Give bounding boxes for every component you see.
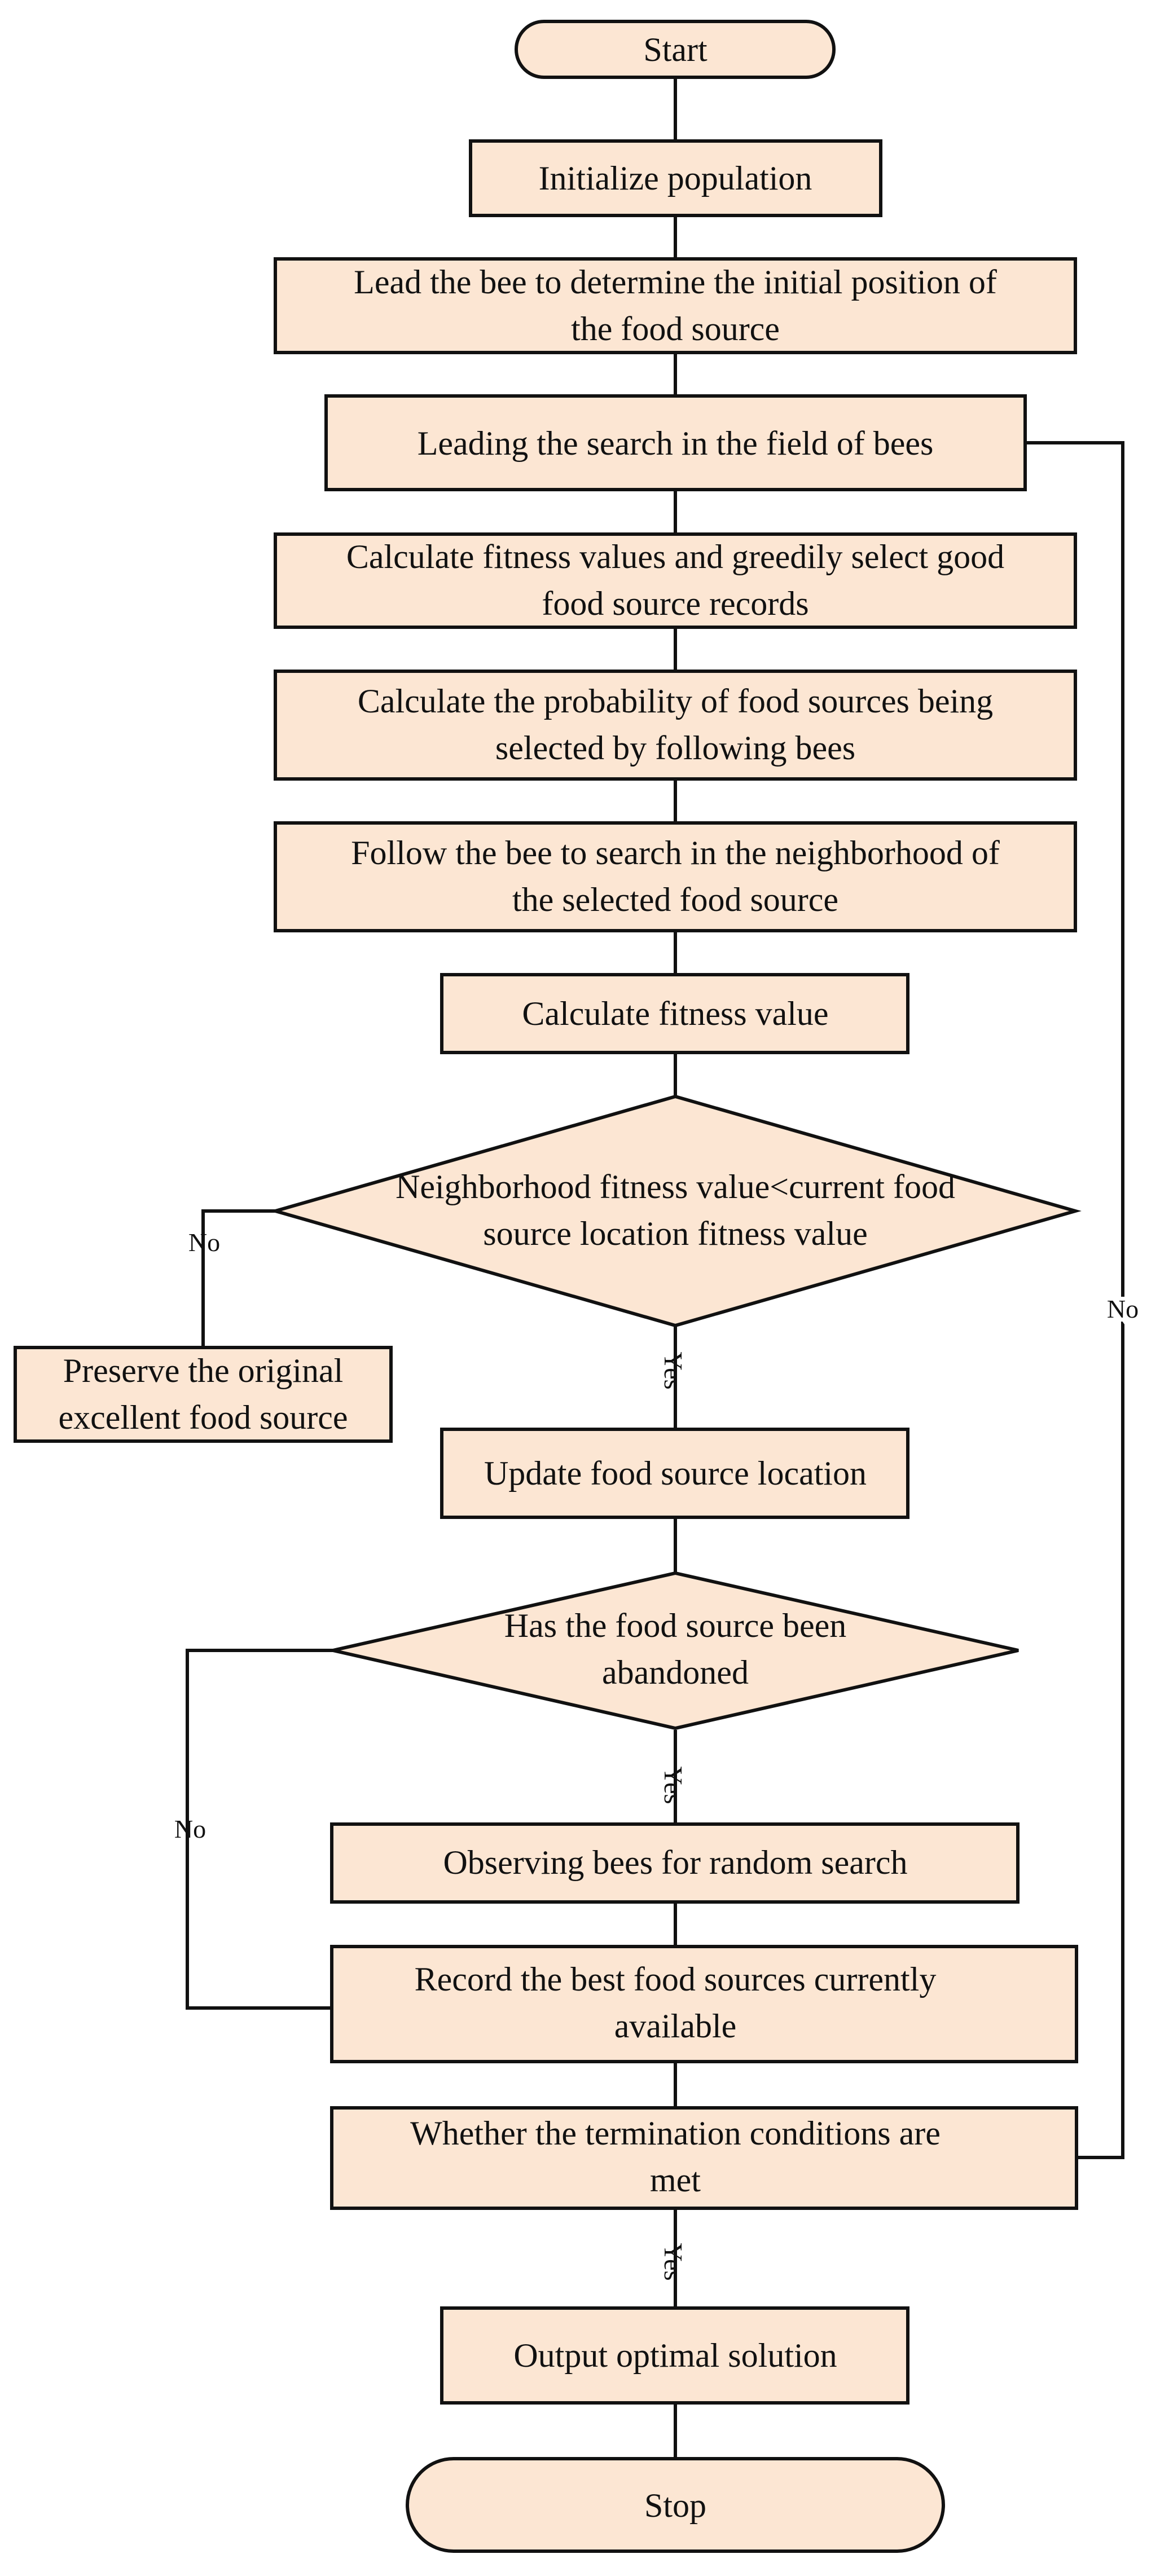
- preserve-label-line1: Preserve the original: [63, 1352, 344, 1389]
- calculate-probability-label-line2: selected by following bees: [495, 729, 855, 767]
- calculate-fitness-select-label-line2: food source records: [542, 585, 809, 622]
- calculate-fitness-value-node: Calculate fitness value: [440, 973, 909, 1054]
- neighborhood-decision-node: Neighborhood fitness value<current food …: [269, 1094, 1082, 1328]
- calculate-fitness-select-node: Calculate fitness values and greedily se…: [274, 532, 1077, 629]
- edge-label-no-loop: No: [1107, 1294, 1139, 1323]
- termination-label-line1: Whether the termination conditions are: [410, 2115, 941, 2152]
- edge-abandoned-no-to-record: [186, 1649, 333, 2010]
- edge-termination-no-loop: [1026, 441, 1124, 2159]
- abandoned-decision-node: Has the food source been abandoned: [332, 1571, 1019, 1730]
- abandoned-decision-label-line1: Has the food source been: [504, 1607, 846, 1644]
- calculate-probability-label-line1: Calculate the probability of food source…: [358, 682, 993, 720]
- termination-node: Whether the termination conditions are m…: [330, 2106, 1078, 2210]
- output-solution-label: Output optimal solution: [513, 2337, 837, 2374]
- output-solution-node: Output optimal solution: [440, 2306, 909, 2405]
- neighborhood-decision-label-line2: source location fitness value: [483, 1215, 867, 1252]
- lead-bee-node: Lead the bee to determine the initial po…: [274, 257, 1077, 354]
- start-label: Start: [643, 31, 708, 68]
- edge-decision-no-to-preserve: [201, 1209, 275, 1347]
- lead-bee-label-line1: Lead the bee to determine the initial po…: [354, 263, 997, 301]
- termination-label-line2: met: [650, 2161, 701, 2199]
- neighborhood-decision-label-line1: Neighborhood fitness value<current food: [396, 1168, 955, 1205]
- leading-search-node: Leading the search in the field of bees: [324, 394, 1027, 491]
- edge-label-no-abandoned: No: [174, 1815, 206, 1843]
- update-location-label: Update food source location: [484, 1455, 867, 1492]
- record-best-node: Record the best food sources currently a…: [330, 1945, 1078, 2063]
- update-location-node: Update food source location: [440, 1428, 909, 1519]
- abandoned-decision-label-line2: abandoned: [602, 1654, 749, 1691]
- calculate-fitness-value-label: Calculate fitness value: [522, 995, 828, 1032]
- record-best-label-line2: available: [614, 2007, 737, 2045]
- follow-bee-label-line2: the selected food source: [512, 881, 838, 918]
- preserve-label-line2: excellent food source: [58, 1399, 348, 1436]
- start-node: Start: [515, 20, 836, 79]
- edge-label-no-preserve: No: [188, 1228, 220, 1257]
- edge-label-yes-update: Yes: [659, 1352, 688, 1390]
- preserve-node: Preserve the original excellent food sou…: [14, 1346, 393, 1443]
- observing-bees-node: Observing bees for random search: [330, 1822, 1020, 1904]
- lead-bee-label-line2: the food source: [571, 310, 780, 347]
- calculate-fitness-select-label-line1: Calculate fitness values and greedily se…: [346, 538, 1004, 575]
- edge-label-yes-output: Yes: [659, 2243, 688, 2281]
- stop-node: Stop: [406, 2457, 945, 2553]
- record-best-label-line1: Record the best food sources currently: [415, 1961, 937, 1998]
- edge-label-yes-observing: Yes: [659, 1767, 688, 1804]
- initialize-population-label: Initialize population: [539, 160, 812, 197]
- follow-bee-node: Follow the bee to search in the neighbor…: [274, 821, 1077, 932]
- initialize-population-node: Initialize population: [469, 139, 882, 217]
- follow-bee-label-line1: Follow the bee to search in the neighbor…: [351, 834, 1000, 871]
- connectors: [186, 77, 1124, 2458]
- observing-bees-label: Observing bees for random search: [443, 1844, 907, 1881]
- calculate-probability-node: Calculate the probability of food source…: [274, 670, 1077, 781]
- stop-label: Stop: [644, 2487, 706, 2524]
- leading-search-label: Leading the search in the field of bees: [418, 425, 934, 462]
